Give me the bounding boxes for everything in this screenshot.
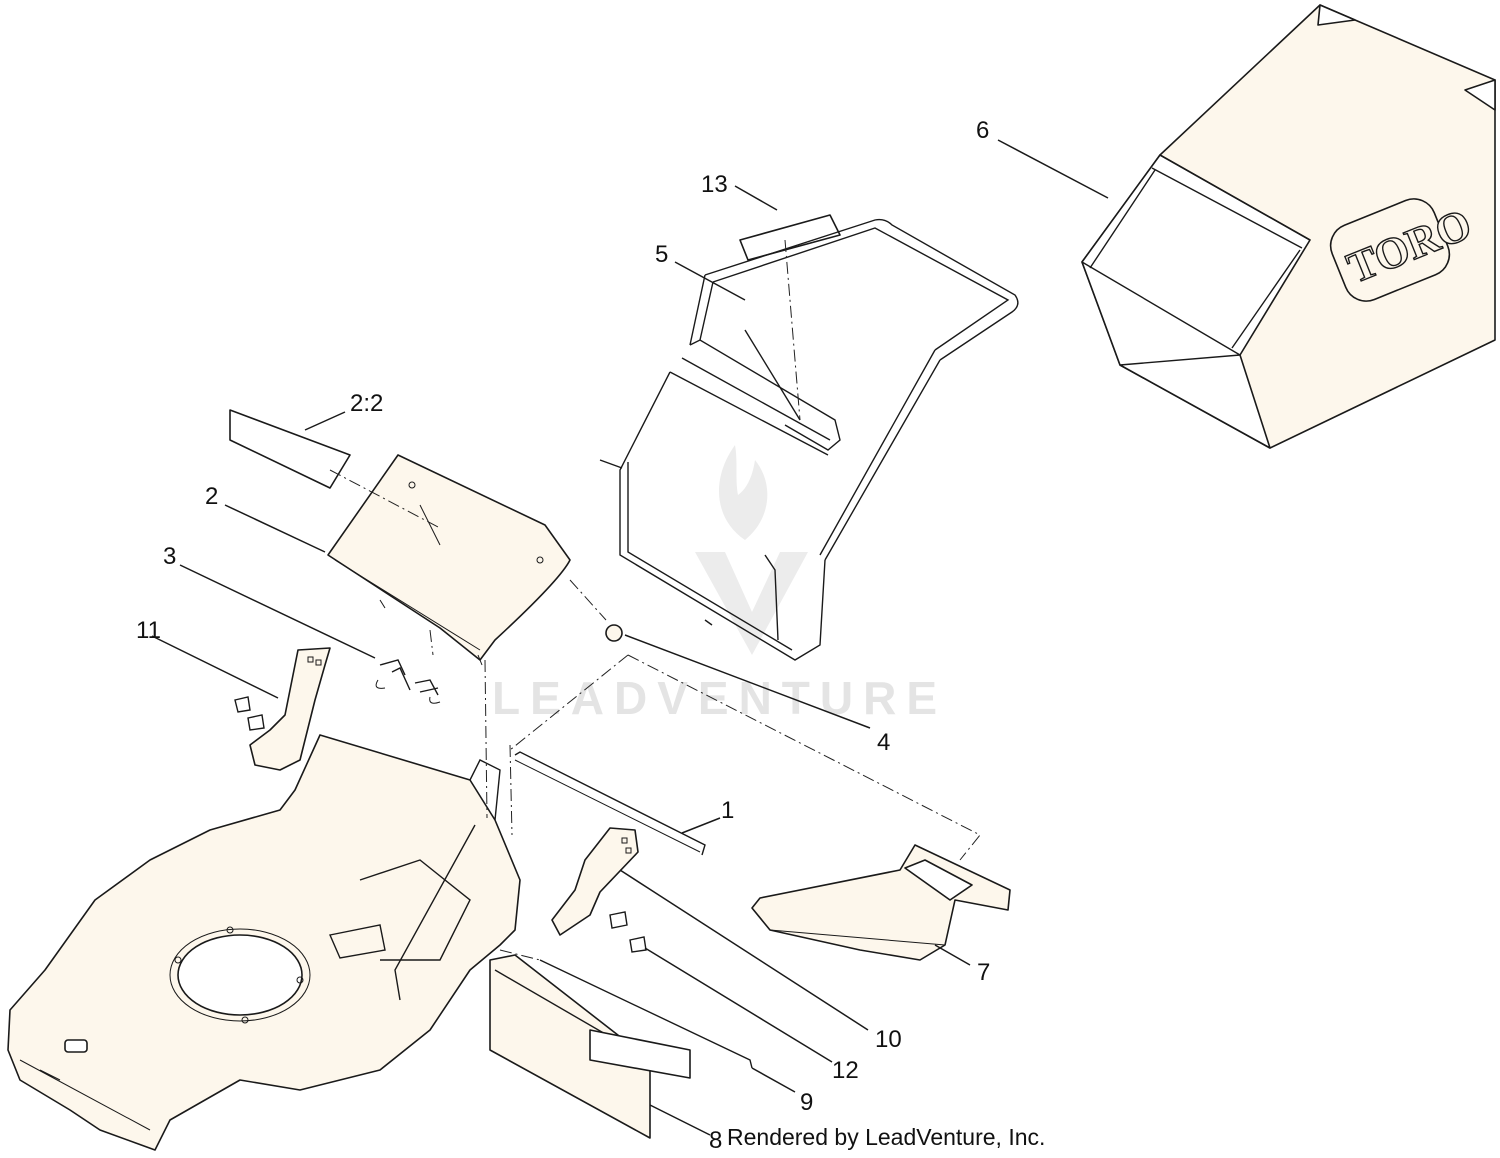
callout-2: 2 xyxy=(205,483,218,510)
watermark-text: LEADVENTURE xyxy=(492,672,947,724)
discharge-chute xyxy=(751,844,1011,961)
rear-door-flap xyxy=(489,954,691,1139)
leader-lines xyxy=(151,139,1109,1136)
watermark-logo xyxy=(695,445,808,655)
callout-7: 7 xyxy=(977,959,990,986)
callout-13: 13 xyxy=(701,171,728,198)
callout-6: 6 xyxy=(976,117,989,144)
grass-bag: TORO xyxy=(1081,4,1496,449)
rear-flap xyxy=(327,454,571,666)
callout-9: 9 xyxy=(800,1089,813,1116)
right-bracket xyxy=(551,827,647,953)
left-bracket xyxy=(234,647,331,771)
mower-deck xyxy=(7,734,521,1151)
callout-2-2: 2:2 xyxy=(350,390,383,417)
rod-1 xyxy=(514,751,706,856)
decal-2-2 xyxy=(229,409,351,489)
credit-text: Rendered by LeadVenture, Inc. xyxy=(727,1124,1045,1150)
assembly-lines xyxy=(329,239,981,961)
callout-11: 11 xyxy=(136,617,161,644)
decal-13 xyxy=(739,214,841,261)
rod-9 xyxy=(539,959,753,1069)
callout-10: 10 xyxy=(875,1026,902,1053)
callout-1: 1 xyxy=(721,797,734,824)
springs xyxy=(375,659,441,704)
bag-frame xyxy=(599,218,1019,661)
callout-5: 5 xyxy=(655,241,668,268)
callout-12: 12 xyxy=(832,1057,859,1084)
callout-8: 8 xyxy=(709,1127,722,1154)
callout-4: 4 xyxy=(877,729,890,756)
nut-4 xyxy=(605,624,623,642)
callout-3: 3 xyxy=(163,543,176,570)
